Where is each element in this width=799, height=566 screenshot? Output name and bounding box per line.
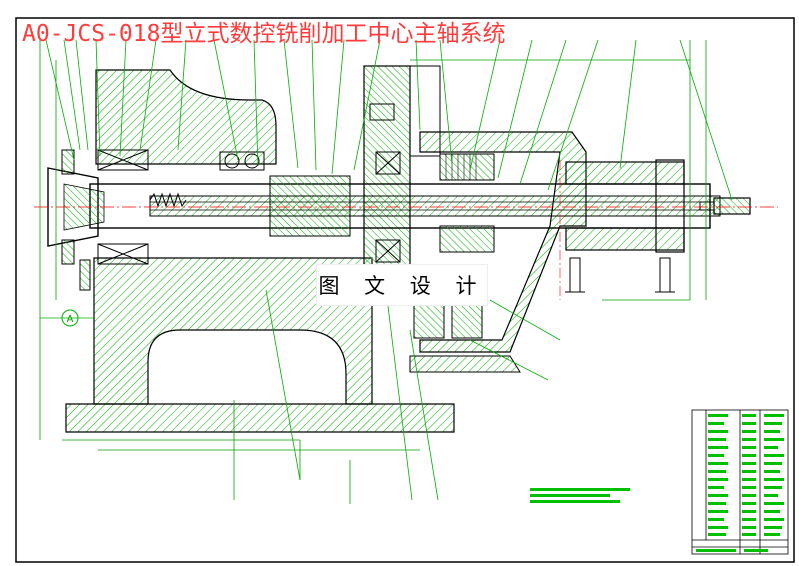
housing-base xyxy=(65,403,455,433)
head-block xyxy=(363,65,411,267)
watermark-label: 图 文 设 计 xyxy=(316,264,488,306)
title-block-rows xyxy=(696,414,784,552)
leader-lines xyxy=(40,39,733,501)
bearing-set-lower xyxy=(97,239,401,265)
cylinder-housing xyxy=(565,161,685,185)
housing-column xyxy=(93,257,373,405)
detail-callout-label: A xyxy=(67,314,74,325)
hydraulic-fitting xyxy=(713,197,751,215)
drawing-title: A0-JCS-018型立式数控铣削加工中心主轴系统 xyxy=(22,21,506,47)
tool-taper xyxy=(47,167,99,247)
drawing-frame xyxy=(15,17,795,563)
spring xyxy=(149,192,187,208)
title-block xyxy=(691,409,789,555)
detail-callout-circle xyxy=(61,309,79,327)
dimension-lines xyxy=(39,40,707,504)
gear-casing xyxy=(419,131,587,353)
bearing-set-upper xyxy=(97,103,401,175)
support-feet xyxy=(565,257,675,293)
gear-cluster xyxy=(413,153,495,339)
technical-notes xyxy=(530,488,630,503)
